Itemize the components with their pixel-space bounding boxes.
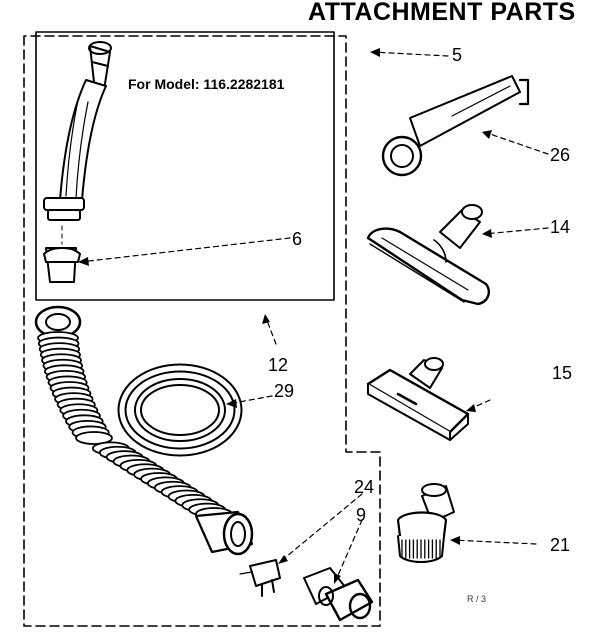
callout-label-5: 5 bbox=[452, 45, 463, 65]
callout-label-14: 14 bbox=[550, 217, 571, 237]
callout-label-29: 29 bbox=[274, 381, 295, 401]
footer-page-code: R / 3 bbox=[467, 594, 487, 604]
callout-label-15: 15 bbox=[552, 363, 573, 383]
part-26-extension-wand bbox=[381, 75, 530, 177]
callout-label-12: 12 bbox=[268, 355, 289, 375]
part-6-coupling bbox=[43, 225, 81, 283]
part-21-dusting-brush bbox=[396, 483, 455, 563]
part-15-upholstery-tool bbox=[366, 357, 470, 441]
model-number-label: For Model: 116.2282181 bbox=[128, 76, 285, 92]
kit-boundary-outline bbox=[23, 35, 381, 627]
part-14-floor-brush bbox=[366, 204, 490, 306]
part-5-box-outline bbox=[35, 31, 335, 301]
part-29-flexible-hose bbox=[34, 305, 254, 556]
callout-label-26: 26 bbox=[550, 145, 571, 165]
part-24-electrical-plug bbox=[239, 559, 281, 597]
callout-label-24: 24 bbox=[354, 477, 375, 497]
callout-label-6: 6 bbox=[292, 229, 303, 249]
hose-ring bbox=[75, 431, 113, 445]
curved-wand-handle bbox=[43, 41, 112, 221]
diagram-title: ATTACHMENT PARTS bbox=[308, 0, 576, 26]
callout-arrowheads bbox=[78, 48, 492, 584]
callout-label-9: 9 bbox=[356, 505, 367, 525]
callout-leader-lines bbox=[79, 51, 549, 581]
callout-label-21: 21 bbox=[550, 535, 571, 555]
